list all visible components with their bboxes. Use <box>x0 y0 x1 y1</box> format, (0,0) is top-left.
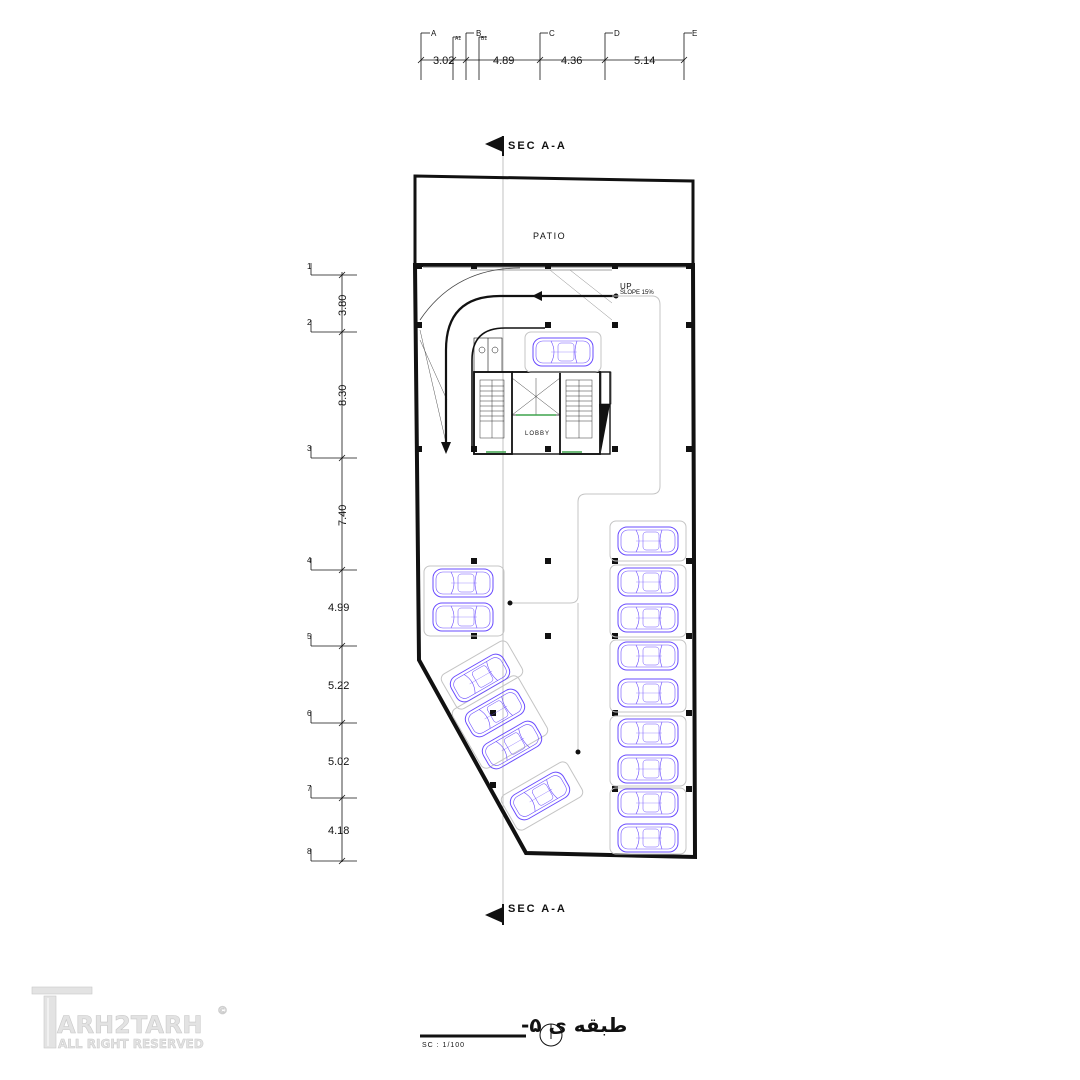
dimension-4-5: 4.99 <box>328 602 349 614</box>
dimension-2-3: 8.30 <box>337 385 349 406</box>
section-label-top: SEC A-A <box>508 140 567 152</box>
building-core <box>473 331 612 455</box>
axis-label-b1: B1 <box>481 36 487 42</box>
axis-label-5: 5 <box>307 632 312 641</box>
dimension-3-4: 7.40 <box>337 505 349 526</box>
axis-label-d: D <box>614 29 620 38</box>
brand-logo-text: ARH2TARH <box>57 1011 203 1039</box>
axis-label-8: 8 <box>307 847 312 856</box>
structural-columns <box>416 263 692 792</box>
axis-label-a: A <box>431 29 437 38</box>
stair-left <box>479 379 505 439</box>
brand-logo-copyright: © <box>217 1004 228 1017</box>
dimension-a-a1: 3.02 <box>433 55 454 67</box>
axis-label-6: 6 <box>307 709 312 718</box>
axis-label-b: B <box>476 29 481 38</box>
door-markers <box>486 414 582 453</box>
axis-label-4: 4 <box>307 556 312 565</box>
dimension-1-2: 3.80 <box>337 295 349 316</box>
axis-label-7: 7 <box>307 784 312 793</box>
dimension-b-c: 4.89 <box>493 55 514 67</box>
left-axis-dimensions <box>310 263 357 865</box>
dimension-6-7: 5.02 <box>328 756 349 768</box>
dimension-5-6: 5.22 <box>328 680 349 692</box>
brand-logo: ARH2TARH © ALL RIGHT RESERVED <box>31 986 228 1051</box>
axis-label-2: 2 <box>307 318 312 327</box>
axis-label-e: E <box>692 29 697 38</box>
building-outline <box>412 174 698 860</box>
patio-label: PATIO <box>533 231 566 241</box>
axis-label-1: 1 <box>307 262 312 271</box>
lobby-label: LOBBY <box>525 431 550 437</box>
section-marker-top <box>485 136 504 156</box>
axis-label-c: C <box>549 29 555 38</box>
ramp-circulation <box>419 267 661 755</box>
dimension-c-d: 4.36 <box>561 55 582 67</box>
stair-right <box>565 379 593 439</box>
section-marker-bottom <box>485 904 504 925</box>
section-label-bottom: SEC A-A <box>508 903 567 915</box>
axis-label-a1: A1 <box>455 36 461 42</box>
dimension-7-8: 4.18 <box>328 825 349 837</box>
ramp-slope-label: SLOPE 15% <box>620 290 654 296</box>
ramp-up-label: UP <box>620 282 632 291</box>
scale-label: SC : 1/100 <box>422 1042 465 1049</box>
floor-title: طبقه ی ۵- <box>521 1013 627 1037</box>
north-arrow-icon <box>539 1023 563 1047</box>
dimension-d-e: 5.14 <box>634 55 655 67</box>
brand-logo-rights: ALL RIGHT RESERVED <box>58 1037 204 1051</box>
top-axis-dimensions <box>417 32 692 80</box>
axis-label-3: 3 <box>307 444 312 453</box>
